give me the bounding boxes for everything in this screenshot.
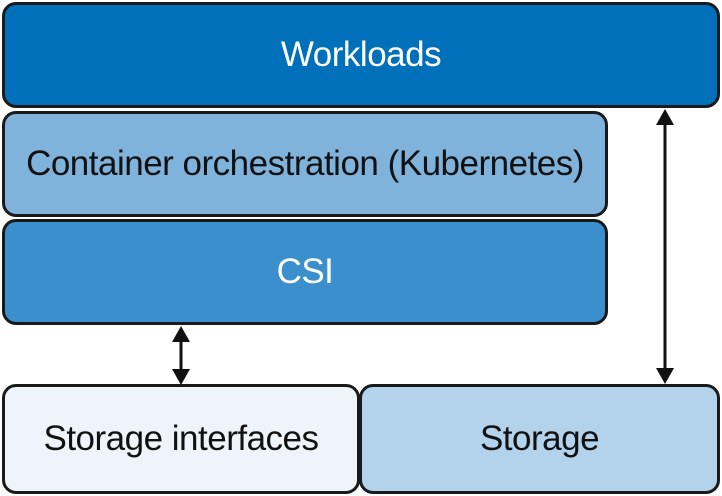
csi-layer: CSI xyxy=(2,219,608,325)
workloads-to-storage-arrow xyxy=(656,109,674,384)
csi-label: CSI xyxy=(276,252,334,291)
container-orchestration-layer: Container orchestration (Kubernetes) xyxy=(2,111,608,217)
workloads-label: Workloads xyxy=(280,35,442,74)
csi-to-storage-interfaces-arrow xyxy=(172,326,190,385)
workloads-layer: Workloads xyxy=(2,2,720,108)
storage-interfaces-label: Storage interfaces xyxy=(43,419,319,458)
container-orchestration-label: Container orchestration (Kubernetes) xyxy=(26,144,584,183)
storage-box: Storage xyxy=(359,384,720,494)
storage-interfaces-box: Storage interfaces xyxy=(2,384,360,494)
storage-label: Storage xyxy=(479,419,600,458)
